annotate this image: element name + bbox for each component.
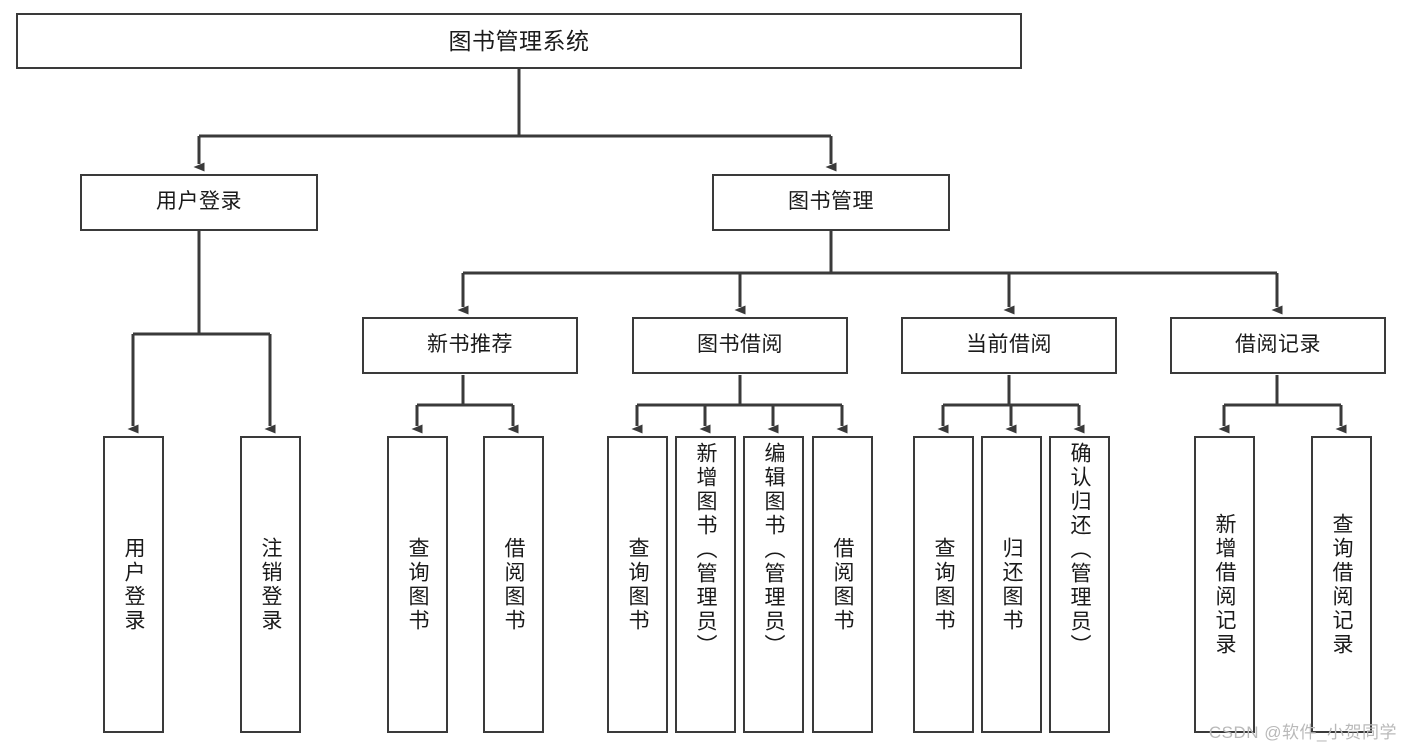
leaf-user-login[interactable]: 用户登录 (103, 436, 164, 733)
node-label: 用户登录 (122, 536, 145, 633)
node-label: 图书借阅 (697, 333, 783, 357)
node-label: 新增图书（管理员） (694, 442, 717, 658)
node-current-borrowing[interactable]: 当前借阅 (901, 317, 1117, 374)
leaf-edit-book-admin[interactable]: 编辑图书（管理员） (743, 436, 804, 733)
node-label: 新增借阅记录 (1213, 512, 1236, 657)
leaf-confirm-return-admin[interactable]: 确认归还（管理员） (1049, 436, 1110, 733)
node-book-management[interactable]: 图书管理 (712, 174, 950, 231)
leaf-borrow-book-new-book[interactable]: 借阅图书 (483, 436, 544, 733)
node-label: 查询图书 (626, 536, 649, 633)
leaf-add-borrow-record[interactable]: 新增借阅记录 (1194, 436, 1255, 733)
node-borrowing-record[interactable]: 借阅记录 (1170, 317, 1386, 374)
node-label: 查询图书 (406, 536, 429, 633)
node-label: 确认归还（管理员） (1068, 442, 1091, 658)
node-label: 归还图书 (1000, 536, 1023, 633)
node-user-login[interactable]: 用户登录 (80, 174, 318, 231)
leaf-query-book-current[interactable]: 查询图书 (913, 436, 974, 733)
leaf-add-book-admin[interactable]: 新增图书（管理员） (675, 436, 736, 733)
leaf-query-book-borrowing[interactable]: 查询图书 (607, 436, 668, 733)
leaf-query-book-new-book[interactable]: 查询图书 (387, 436, 448, 733)
node-book-borrowing[interactable]: 图书借阅 (632, 317, 848, 374)
node-label: 新书推荐 (427, 333, 513, 357)
csdn-watermark: CSDN @软件_小贺同学 (1208, 723, 1397, 742)
node-label: 当前借阅 (966, 333, 1052, 357)
node-label: 注销登录 (259, 536, 282, 633)
leaf-return-book[interactable]: 归还图书 (981, 436, 1042, 733)
node-label: 编辑图书（管理员） (762, 442, 785, 658)
leaf-query-borrow-record[interactable]: 查询借阅记录 (1311, 436, 1372, 733)
node-label: 图书管理 (788, 190, 874, 214)
node-label: 借阅图书 (502, 536, 525, 633)
node-new-book-recommendation[interactable]: 新书推荐 (362, 317, 578, 374)
node-label: 查询借阅记录 (1330, 512, 1353, 657)
node-root-book-management-system[interactable]: 图书管理系统 (16, 13, 1022, 69)
node-label: 借阅记录 (1235, 333, 1321, 357)
node-label: 查询图书 (932, 536, 955, 633)
node-label: 图书管理系统 (448, 27, 590, 54)
node-label: 借阅图书 (831, 536, 854, 633)
leaf-borrow-book-borrowing[interactable]: 借阅图书 (812, 436, 873, 733)
leaf-logout[interactable]: 注销登录 (240, 436, 301, 733)
node-label: 用户登录 (156, 190, 242, 214)
